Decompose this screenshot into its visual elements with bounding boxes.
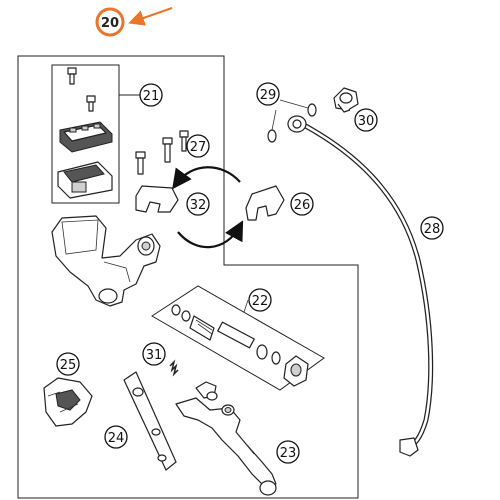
banjo-bolt xyxy=(333,87,359,113)
svg-text:27: 27 xyxy=(190,140,207,155)
callout-24[interactable]: 24 xyxy=(104,425,128,449)
washer-leader xyxy=(271,109,277,131)
piston-kit-leader xyxy=(243,299,249,313)
clamp-screw xyxy=(135,151,146,175)
main-assembly-callout[interactable]: 20 xyxy=(95,7,125,37)
callout-26[interactable]: 26 xyxy=(290,192,314,216)
callout-31[interactable]: 31 xyxy=(142,342,166,366)
callout-21[interactable]: 21 xyxy=(139,83,163,107)
lever-spring xyxy=(169,359,179,377)
clamp-screw-3 xyxy=(179,130,189,152)
rotation-arrow-top xyxy=(172,166,241,190)
callout-22[interactable]: 22 xyxy=(248,288,272,312)
handlebar-clamp-right xyxy=(245,185,285,221)
svg-text:32: 32 xyxy=(190,198,207,213)
brake-lever xyxy=(175,381,277,496)
svg-text:24: 24 xyxy=(108,431,125,446)
lever-boot xyxy=(43,377,93,427)
reservoir-diaphragm xyxy=(57,161,113,199)
master-cylinder-housing xyxy=(51,215,161,307)
callout-25[interactable]: 25 xyxy=(56,352,80,376)
reservoir-cap xyxy=(59,121,113,153)
cover-screw xyxy=(67,67,77,85)
rotation-arrow-bottom xyxy=(177,220,244,249)
piston-kit xyxy=(151,285,325,391)
svg-text:31: 31 xyxy=(146,348,163,363)
main-callout-label: 20 xyxy=(101,16,119,31)
svg-text:29: 29 xyxy=(260,88,277,103)
callout-23[interactable]: 23 xyxy=(276,440,300,464)
svg-text:28: 28 xyxy=(424,222,441,237)
assembly-outline xyxy=(17,55,359,499)
main-callout-ring xyxy=(95,7,125,37)
callout-27[interactable]: 27 xyxy=(186,134,210,158)
main-callout-arrow xyxy=(128,7,173,26)
callout-28[interactable]: 28 xyxy=(420,216,444,240)
reservoir-cover-box xyxy=(51,64,120,204)
svg-text:25: 25 xyxy=(60,358,77,373)
handlebar-clamp-left xyxy=(135,185,179,213)
clamp-screw-2 xyxy=(162,137,173,163)
brake-hose xyxy=(287,115,434,457)
adjuster-plate xyxy=(123,371,177,471)
cover-screw-2 xyxy=(86,95,96,112)
sealing-washer xyxy=(267,129,277,143)
callout-30[interactable]: 30 xyxy=(354,108,378,132)
sealing-washer-2 xyxy=(307,103,317,117)
svg-text:30: 30 xyxy=(358,114,375,129)
svg-text:26: 26 xyxy=(294,198,311,213)
callout-29[interactable]: 29 xyxy=(256,82,280,106)
svg-text:21: 21 xyxy=(143,89,160,104)
svg-text:22: 22 xyxy=(252,294,269,309)
callout-32[interactable]: 32 xyxy=(186,192,210,216)
washer-leader-2 xyxy=(279,99,309,109)
svg-text:23: 23 xyxy=(280,446,297,461)
